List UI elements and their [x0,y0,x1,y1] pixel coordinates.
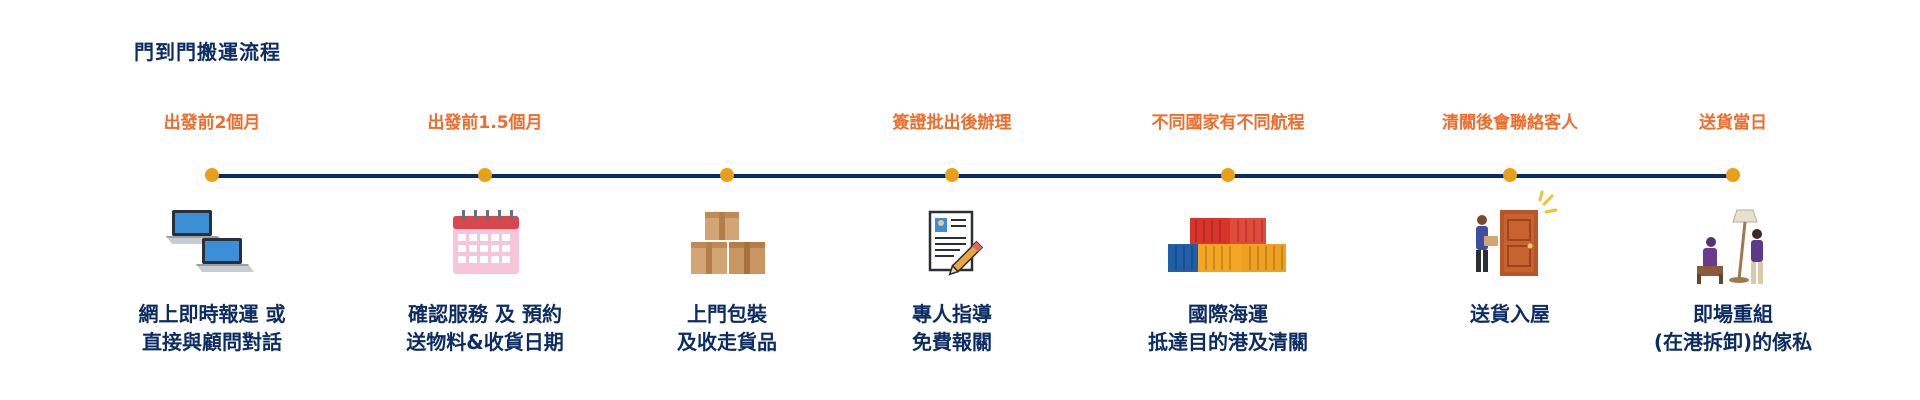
step-description-line: 送物料&收貨日期 [406,330,564,354]
step-description-line: 免費報關 [912,330,992,354]
step-description-line: 專人指導 [912,302,992,326]
step-timing-label: 出發前1.5個月 [427,113,543,133]
boxes-icon [677,204,777,288]
step-timing-label: 送貨當日 [1699,113,1767,133]
step-description: 網上即時報運 或 直接與顧問對話 [82,300,342,356]
timeline-step-3: 上門包裝 及收走貨品 [597,0,857,400]
timeline-dot [1221,168,1235,182]
page-title: 門到門搬運流程 [134,40,281,64]
timeline-step-4: 簽證批出後辦理 專人指導 免費報關 [822,0,1082,400]
step-description-line: 即場重組 [1693,302,1773,326]
timeline-dot [945,168,959,182]
step-description: 送貨入屋 [1380,300,1640,328]
step-description: 確認服務 及 預約 送物料&收貨日期 [355,300,615,356]
shipping-containers-icon [1158,204,1298,288]
step-description-line: 直接與顧問對話 [142,330,282,354]
step-description: 國際海運 抵達目的港及清關 [1098,300,1358,356]
timeline-step-7: 送貨當日 即場重組 (在港拆卸)的傢私 [1603,0,1863,400]
door-delivery-icon [1460,190,1560,288]
step-description-line: 上門包裝 [687,302,767,326]
timeline-step-1: 出發前2個月 網上即時報運 或 直接與顧問對話 [82,0,342,400]
timeline-dot [478,168,492,182]
step-timing-label: 清關後會聯絡客人 [1442,113,1578,133]
timeline-line [212,174,1734,178]
timeline-dot [1726,168,1740,182]
step-description: 專人指導 免費報關 [822,300,1082,356]
calendar-icon [435,204,535,288]
timeline-dot [205,168,219,182]
document-pen-icon [902,204,1002,288]
step-timing-label: 出發前2個月 [163,113,261,133]
laptops-icon [162,204,262,288]
step-description-line: 送貨入屋 [1470,302,1550,326]
step-timing-label: 簽證批出後辦理 [892,113,1012,133]
timeline-dot [720,168,734,182]
step-description-line: 及收走貨品 [677,330,777,354]
timeline-step-6: 清關後會聯絡客人 送貨入屋 [1380,0,1640,400]
step-description-line: 網上即時報運 或 [138,302,286,326]
timeline-step-5: 不同國家有不同航程 國際海運 抵達目的港及清關 [1098,0,1358,400]
step-timing-label: 不同國家有不同航程 [1151,113,1305,133]
furniture-assembly-icon [1683,200,1783,290]
step-description: 即場重組 (在港拆卸)的傢私 [1603,300,1863,356]
step-description-line: (在港拆卸)的傢私 [1653,330,1813,354]
timeline-step-2: 出發前1.5個月 確認服務 及 預約 送物料&收貨日期 [355,0,615,400]
step-description-line: 國際海運 [1188,302,1268,326]
step-description: 上門包裝 及收走貨品 [597,300,857,356]
step-description-line: 確認服務 及 預約 [408,302,562,326]
step-description-line: 抵達目的港及清關 [1148,330,1308,354]
timeline-dot [1503,168,1517,182]
